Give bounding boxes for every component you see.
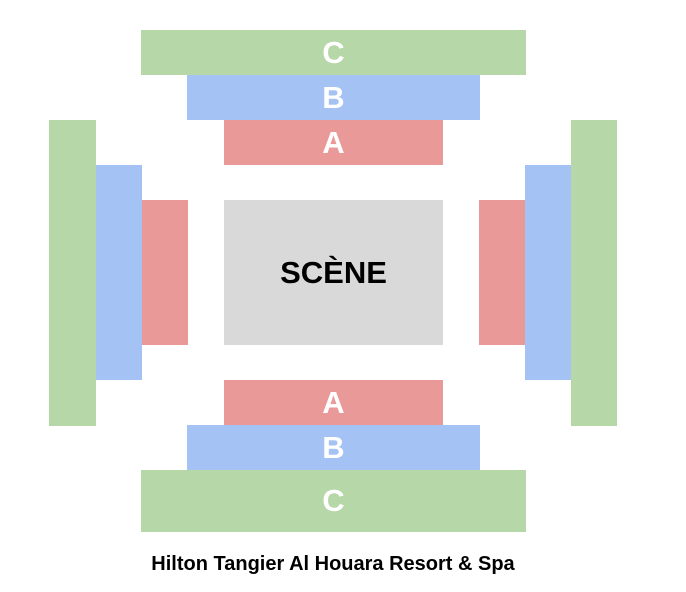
- section-c-bottom-label: C: [322, 483, 345, 518]
- section-c-right[interactable]: [571, 120, 617, 426]
- venue-title: Hilton Tangier Al Houara Resort & Spa: [151, 553, 515, 575]
- section-b-right[interactable]: [525, 165, 571, 380]
- section-b-top-label: B: [322, 79, 345, 115]
- section-c-bottom[interactable]: C: [141, 470, 526, 532]
- section-a-bottom[interactable]: A: [224, 380, 443, 425]
- section-c-left[interactable]: [49, 120, 96, 426]
- section-a-bottom-label: A: [322, 384, 345, 420]
- section-b-bottom[interactable]: B: [187, 425, 480, 470]
- section-c-top[interactable]: C: [141, 30, 526, 75]
- stage: SCÈNE: [224, 200, 443, 345]
- stage-label: SCÈNE: [280, 254, 387, 290]
- section-c-top-label: C: [322, 34, 345, 70]
- section-a-top[interactable]: A: [224, 120, 443, 165]
- section-b-top[interactable]: B: [187, 75, 480, 120]
- section-a-top-label: A: [322, 124, 345, 160]
- section-b-left[interactable]: [96, 165, 142, 380]
- section-a-left[interactable]: [142, 200, 188, 345]
- section-b-bottom-label: B: [322, 429, 345, 465]
- section-a-right[interactable]: [479, 200, 525, 345]
